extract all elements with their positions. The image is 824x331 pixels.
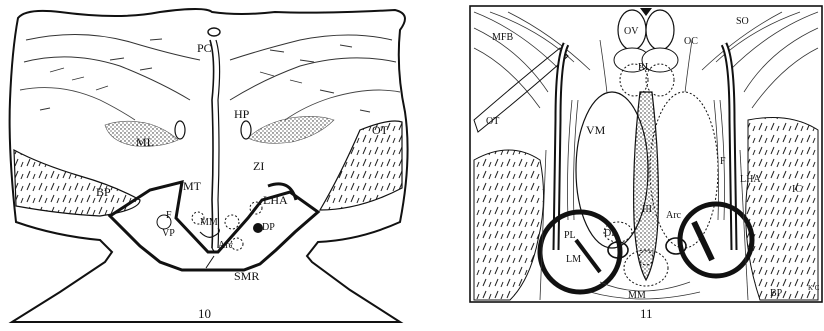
fig10-label-mm: MM — [200, 217, 218, 228]
fig10-label-ot: OT — [372, 123, 389, 137]
fig10-label-f: F — [166, 210, 172, 221]
fig10-label-lha: LHA — [263, 193, 288, 207]
fig11-label-ov: OV — [624, 26, 639, 37]
fig10-label-pc: PC — [197, 41, 212, 55]
fig11-label-mm: MM — [628, 290, 646, 301]
figure-10 — [10, 9, 408, 322]
fig11-label-kc: K C — [808, 284, 820, 292]
fig10-label-bp: BP — [96, 185, 111, 199]
figure-11 — [470, 6, 822, 302]
fig10-label-ml: ML — [136, 135, 154, 149]
fig11-label-f: F — [720, 156, 726, 167]
fig11-label-pl: PL — [564, 230, 576, 241]
fig11-label-oc: OC — [684, 36, 698, 47]
fig11-ic-region — [746, 118, 818, 300]
fig10-label-arc: Arc — [218, 240, 234, 251]
fig10-label-zi: ZI — [253, 159, 264, 173]
fig11-label-arc: Arc — [666, 210, 682, 221]
fig11-caption: 11 — [640, 306, 653, 321]
fig11-label-pl-top: P.L — [638, 62, 651, 73]
fig10-label-smr: SMR — [234, 269, 259, 283]
fig11-label-dp: DP — [604, 228, 617, 239]
fig11-label-ot: OT — [486, 116, 499, 127]
fig11-label-bp: BP — [770, 288, 783, 299]
fig11-label-mfb: MFB — [492, 32, 513, 43]
fig11-label-ic: IC — [792, 184, 802, 195]
fig11-label-lm: LM — [566, 254, 581, 265]
fig10-caption: 10 — [198, 306, 211, 321]
fig11-label-lha: LHA — [740, 174, 761, 185]
fig11-label-so: SO — [736, 16, 749, 27]
fig11-label-iii: III — [642, 204, 652, 215]
fig10-label-vp: VP — [162, 228, 175, 239]
fig10-label-dp: DP — [262, 222, 275, 233]
fig11-label-vm: VM — [586, 123, 606, 137]
fig10-label-mt: MT — [183, 179, 202, 193]
fig10-label-hp: HP — [234, 107, 250, 121]
